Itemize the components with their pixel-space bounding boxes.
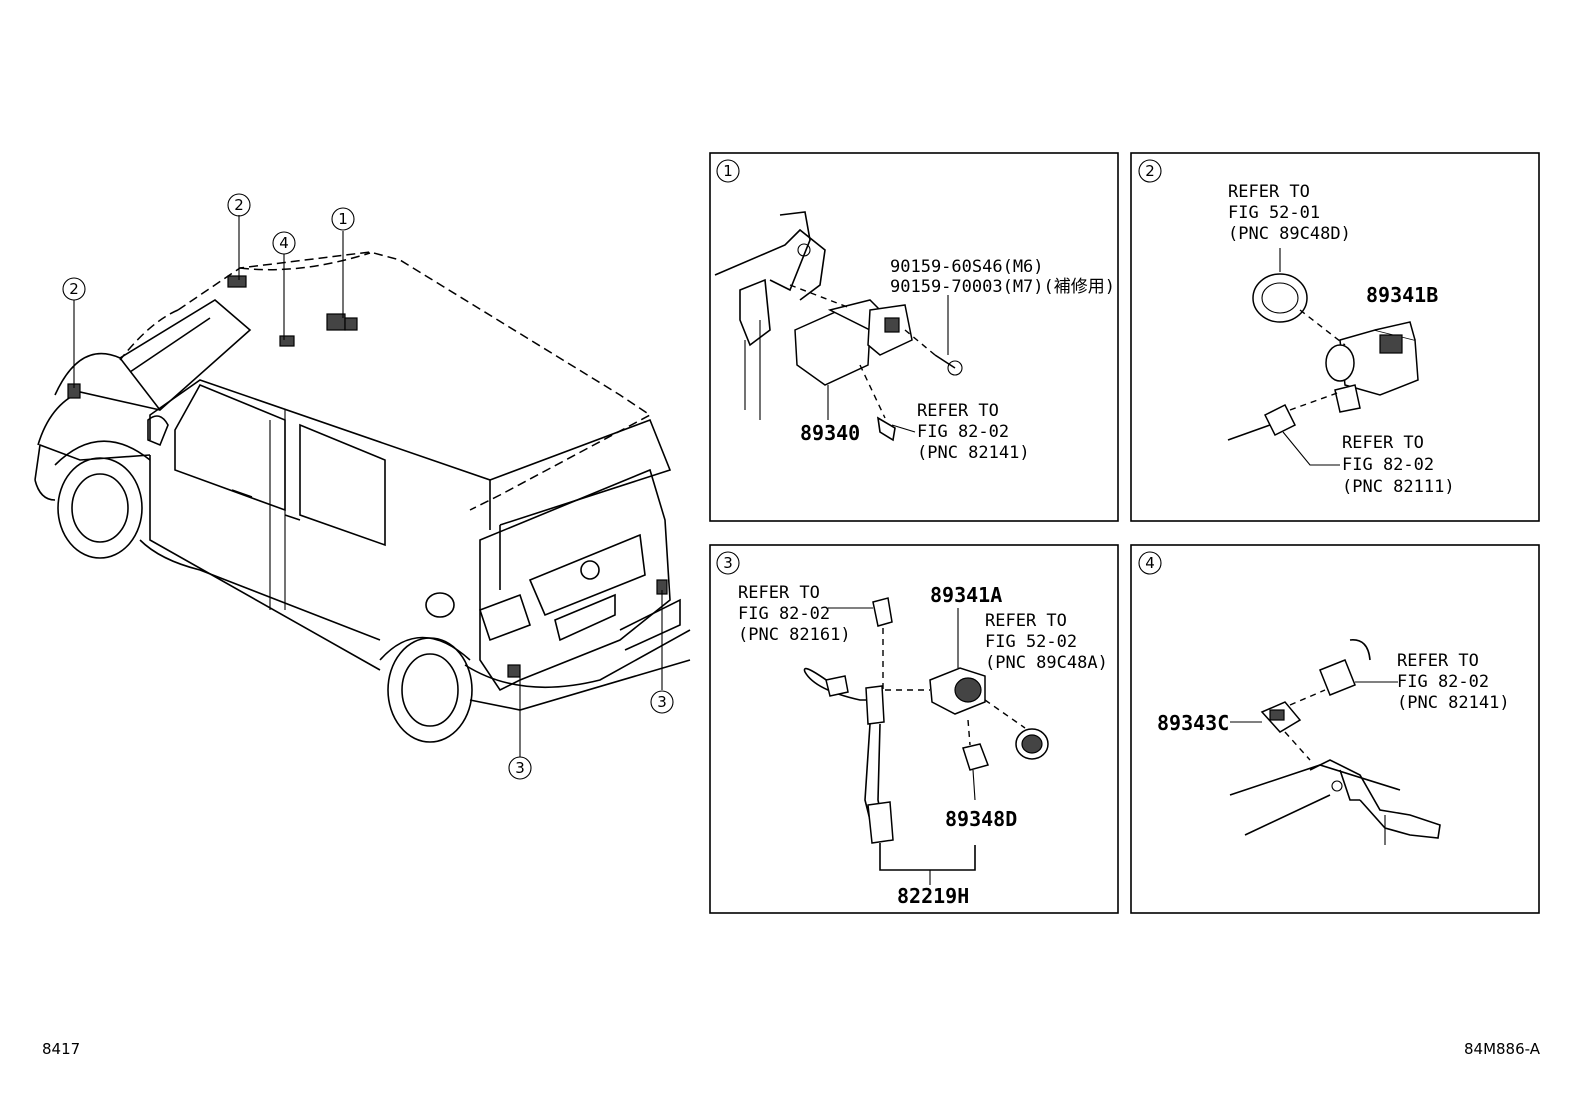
panel-2-part-label: 89341B xyxy=(1366,283,1438,307)
panel-4-part-label: 89343C xyxy=(1157,711,1229,735)
panel-3-ref-right-line-1: REFER TO xyxy=(985,611,1067,631)
panel-2-ref-bot-line-2: FIG 82-02 xyxy=(1342,455,1434,475)
svg-text:4: 4 xyxy=(279,234,289,252)
panel-4-ref-line-2: FIG 82-02 xyxy=(1397,672,1489,692)
vehicle-callout-3b: 3 xyxy=(650,690,674,714)
panel-3-ref-left-line-2: FIG 82-02 xyxy=(738,604,830,624)
panel-1-ref-line-3: (PNC 82141) xyxy=(917,443,1030,463)
vehicle-drawing xyxy=(34,215,691,757)
panel-1-bolt-b-label: 90159-70003(M7)(補修用) xyxy=(890,277,1115,297)
panel-2-ref-top-line-2: FIG 52-01 xyxy=(1228,203,1320,223)
panel-4: 4 89343C REFER TO FIG 82-02 (PNC 82141) xyxy=(1130,544,1540,914)
panel-1-ref-line-1: REFER TO xyxy=(917,401,999,421)
panel-2-ref-top-line-1: REFER TO xyxy=(1228,182,1310,202)
panel-3-part-d-label: 89348D xyxy=(945,807,1017,831)
panel-3-part-a-label: 89341A xyxy=(930,583,1002,607)
svg-text:2: 2 xyxy=(69,280,79,298)
vehicle-callout-2a: 2 xyxy=(227,193,251,217)
panel-4-ref-line-3: (PNC 82141) xyxy=(1397,693,1510,713)
svg-text:3: 3 xyxy=(657,693,667,711)
panel-1-bolt-a-label: 90159-60S46(M6) xyxy=(890,257,1044,277)
footer-right-code: 84M886-A xyxy=(1464,1040,1541,1058)
panel-2-number-circle xyxy=(1138,159,1162,183)
vehicle-callout-2b: 2 xyxy=(62,277,86,301)
panel-2-number: 2 xyxy=(1145,162,1155,180)
panel-3-ref-left-line-3: (PNC 82161) xyxy=(738,625,851,645)
svg-text:3: 3 xyxy=(515,759,525,777)
panel-2-ref-top-line-3: (PNC 89C48D) xyxy=(1228,224,1351,244)
panel-2: 2 REFER TO FIG 52-01 (PNC 89C48D) 89341B… xyxy=(1130,152,1540,522)
panel-3-number: 3 xyxy=(723,554,733,572)
panel-2-ref-bot-line-1: REFER TO xyxy=(1342,433,1424,453)
svg-text:1: 1 xyxy=(338,210,348,228)
panel-3-number-circle xyxy=(716,551,740,575)
panel-1: 1 90159-60S46(M6) 90159-70003(M7)(補修用) 8… xyxy=(709,152,1119,522)
panel-1-ref-line-2: FIG 82-02 xyxy=(917,422,1009,442)
footer-left-code: 8417 xyxy=(42,1040,80,1058)
panel-2-ref-bot-line-3: (PNC 82111) xyxy=(1342,477,1455,497)
panel-4-number: 4 xyxy=(1145,554,1155,572)
panel-4-number-circle xyxy=(1138,551,1162,575)
vehicle-callout-3a: 3 xyxy=(508,756,532,780)
svg-text:2: 2 xyxy=(234,196,244,214)
panel-4-ref-line-1: REFER TO xyxy=(1397,651,1479,671)
panel-3-ref-right-line-2: FIG 52-02 xyxy=(985,632,1077,652)
panel-3-part-h-label: 82219H xyxy=(897,884,969,908)
panel-1-part-label: 89340 xyxy=(800,421,860,445)
panel-1-number-circle xyxy=(716,159,740,183)
panel-3-ref-left-line-1: REFER TO xyxy=(738,583,820,603)
panel-1-number: 1 xyxy=(723,162,733,180)
panel-3: 3 REFER TO FIG 82-02 (PNC 82161) 89341A … xyxy=(709,544,1119,914)
panel-3-ref-right-line-3: (PNC 89C48A) xyxy=(985,653,1108,673)
vehicle-callout-1: 1 xyxy=(331,207,355,231)
vehicle-callout-4: 4 xyxy=(272,231,296,255)
